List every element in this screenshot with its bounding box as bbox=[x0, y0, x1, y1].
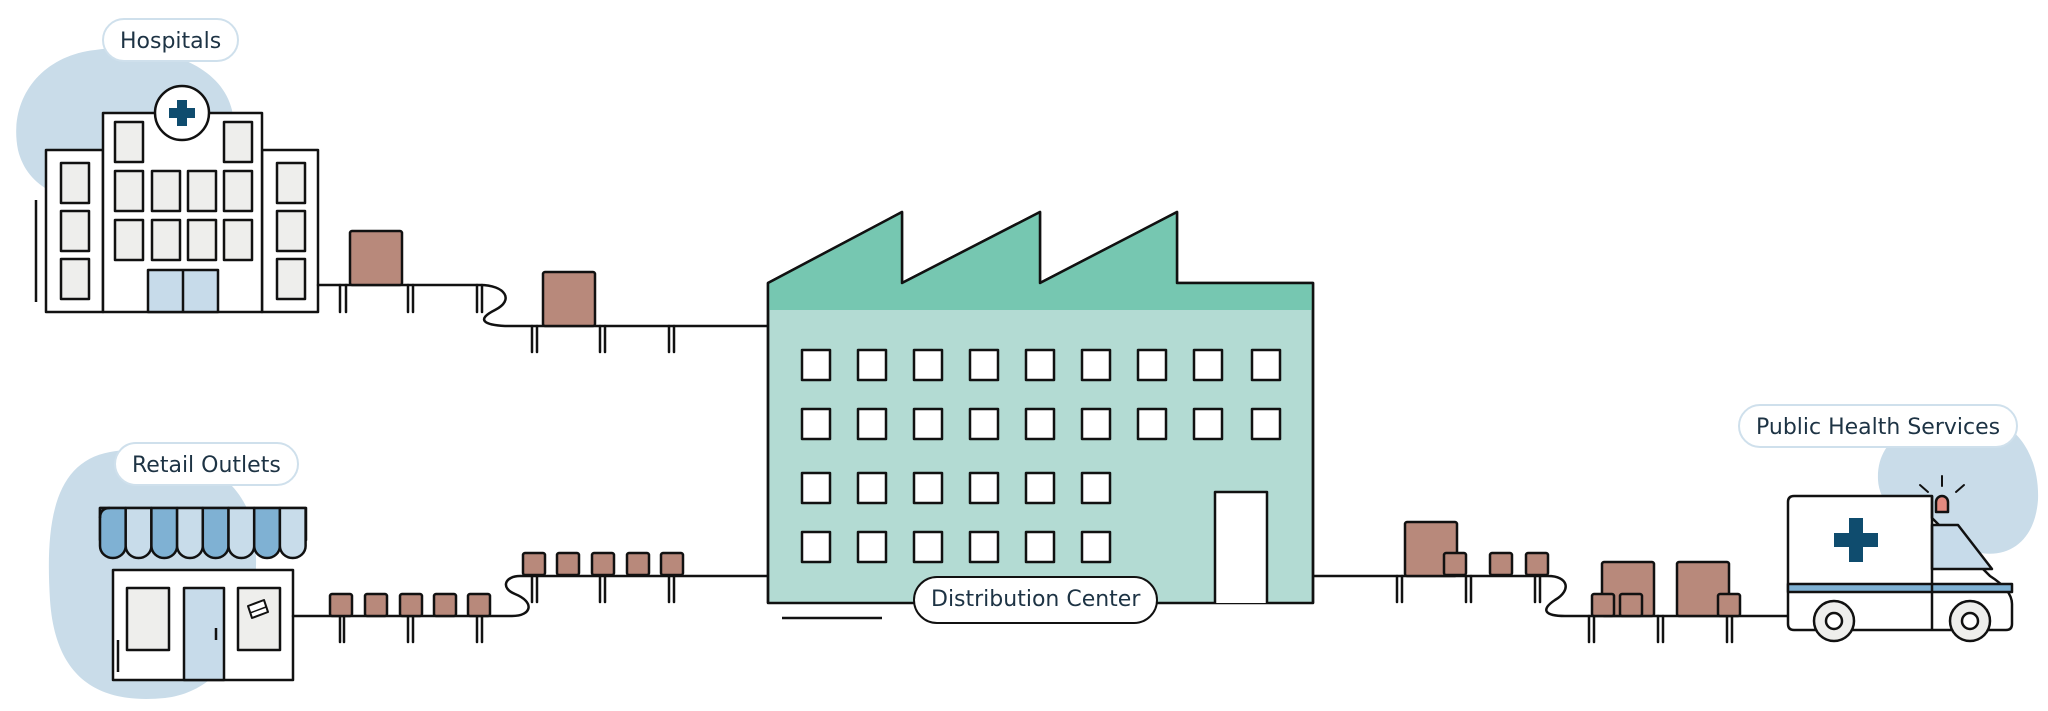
siren-rays bbox=[1919, 475, 1965, 493]
package-box bbox=[1675, 560, 1731, 618]
distribution-center-label: Distribution Center bbox=[913, 576, 1159, 624]
package-box bbox=[625, 551, 651, 577]
hospital-icon bbox=[34, 84, 320, 314]
siren-icon bbox=[1934, 494, 1950, 514]
package-box bbox=[1590, 592, 1616, 618]
hospitals-label: Hospitals bbox=[102, 18, 240, 62]
ambulance-icon bbox=[1786, 475, 2014, 643]
package-boxes bbox=[328, 229, 1742, 618]
package-box bbox=[363, 592, 389, 618]
package-box bbox=[398, 592, 424, 618]
package-box bbox=[466, 592, 492, 618]
medical-cross-icon bbox=[169, 100, 195, 126]
package-box bbox=[555, 551, 581, 577]
package-box bbox=[541, 270, 597, 328]
retail-store-icon bbox=[98, 506, 308, 682]
package-box bbox=[328, 592, 354, 618]
package-box bbox=[1716, 592, 1742, 618]
public-health-services-label: Public Health Services bbox=[1738, 404, 2019, 448]
package-box bbox=[1442, 551, 1468, 577]
package-box bbox=[432, 592, 458, 618]
conveyor-lines bbox=[291, 283, 1792, 644]
package-box bbox=[348, 229, 404, 287]
package-box bbox=[1488, 551, 1514, 577]
package-box bbox=[659, 551, 685, 577]
package-box bbox=[590, 551, 616, 577]
factory-icon bbox=[766, 210, 1315, 620]
package-box bbox=[521, 551, 547, 577]
package-box bbox=[1524, 551, 1550, 577]
package-box bbox=[1618, 592, 1644, 618]
retail-outlets-label: Retail Outlets bbox=[114, 442, 299, 486]
medical-cross-icon bbox=[1834, 518, 1878, 562]
